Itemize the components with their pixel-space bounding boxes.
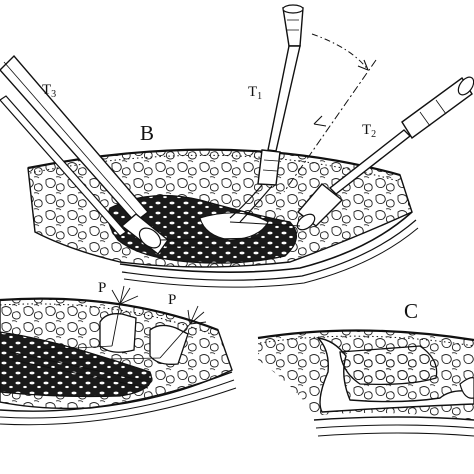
panel-a-lesion bbox=[0, 331, 152, 398]
label-t3: T3 bbox=[42, 82, 56, 100]
label-t1: T1 bbox=[248, 84, 262, 102]
label-p-right: P bbox=[168, 292, 176, 308]
trocar-t2 bbox=[296, 76, 474, 231]
trocar-t3 bbox=[0, 54, 169, 256]
label-p-left: P bbox=[98, 280, 106, 296]
instrument-tips bbox=[159, 221, 301, 247]
trocar-t1 bbox=[229, 4, 304, 223]
panel-a-pockets bbox=[99, 313, 189, 365]
label-panel-c: C bbox=[404, 299, 418, 323]
label-t2: T2 bbox=[362, 122, 376, 140]
angle-indicator bbox=[283, 33, 377, 193]
panel-c-tissue bbox=[257, 329, 474, 437]
suture-strands bbox=[39, 285, 207, 361]
label-panel-b: B bbox=[140, 121, 154, 145]
